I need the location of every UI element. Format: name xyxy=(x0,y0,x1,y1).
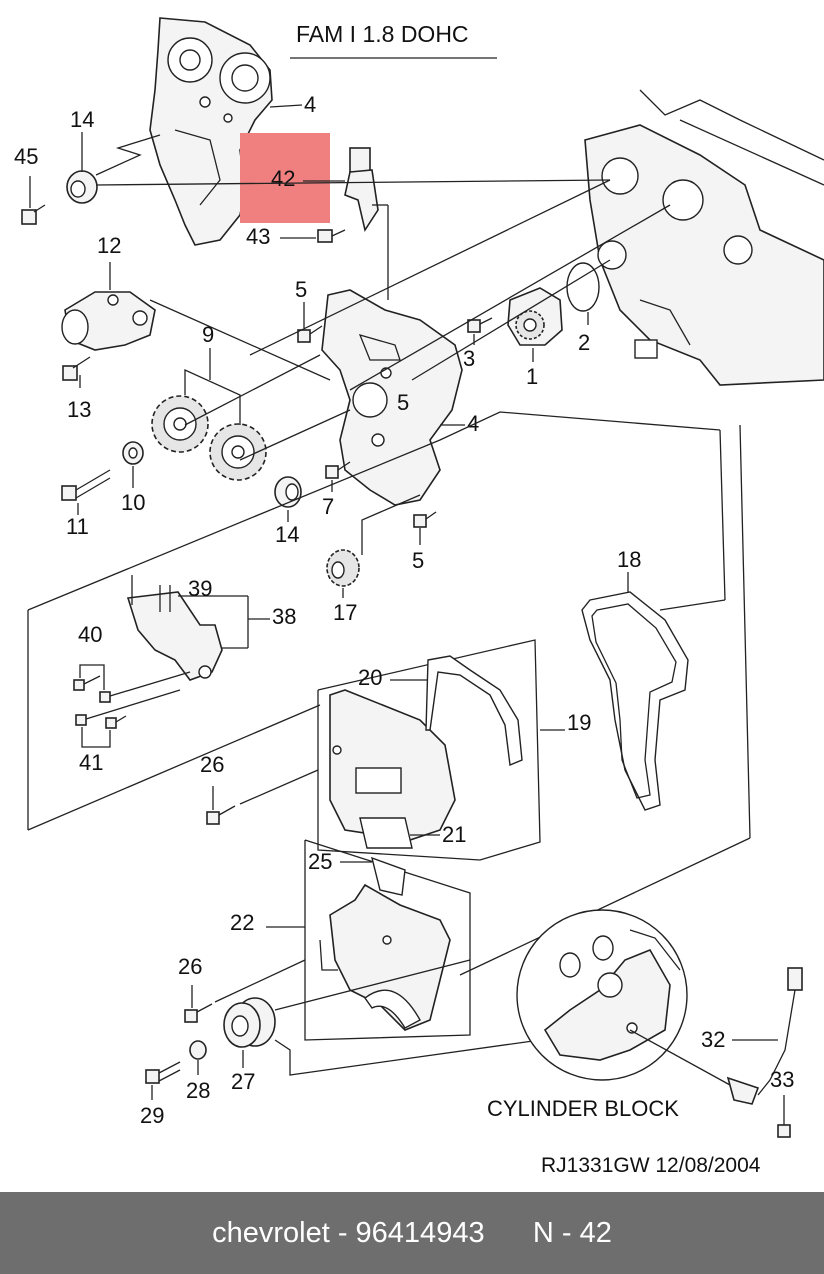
water-pump-1 xyxy=(507,287,563,346)
exploded-parts-diagram: FAM I 1.8 DOHC 4 42 43 14 45 xyxy=(14,17,824,1177)
o-ring-2 xyxy=(566,262,600,312)
callout-10: 10 xyxy=(121,490,145,515)
timing-belt-18 xyxy=(581,591,689,811)
seal-20 xyxy=(425,655,523,767)
callout-32: 32 xyxy=(701,1027,725,1052)
bolt-13 xyxy=(62,356,91,381)
diagram-title: FAM I 1.8 DOHC xyxy=(296,21,469,47)
callout-20: 20 xyxy=(358,665,382,690)
bolt-3 xyxy=(467,317,493,333)
bolt-11 xyxy=(61,469,111,501)
idler-pulley-14 xyxy=(66,170,98,204)
timing-cover-lower xyxy=(329,883,451,1031)
bolts-40 xyxy=(73,671,191,703)
callout-11: 11 xyxy=(66,514,89,539)
callout-45: 45 xyxy=(14,144,38,169)
drawing-reference: RJ1331GW 12/08/2004 xyxy=(541,1154,761,1177)
callout-3: 3 xyxy=(463,346,475,371)
footer-part-number: 96414943 xyxy=(355,1216,485,1249)
footer-brand: chevrolet xyxy=(212,1216,330,1249)
seal-21 xyxy=(359,817,413,849)
callout-12: 12 xyxy=(97,233,121,258)
callout-5-inner: 5 xyxy=(397,390,409,415)
highlight-box xyxy=(240,133,330,223)
callout-14-lower: 14 xyxy=(275,522,299,547)
front-housing xyxy=(321,289,463,506)
callout-4-lower: 4 xyxy=(467,411,479,436)
callout-22: 22 xyxy=(230,910,254,935)
callout-17: 17 xyxy=(333,600,357,625)
footer-position: N - 42 xyxy=(532,1216,612,1249)
callout-29: 29 xyxy=(140,1103,164,1128)
callout-42-highlighted: 42 xyxy=(271,166,295,191)
bolt-5-lower xyxy=(413,511,437,528)
callout-39: 39 xyxy=(188,576,212,601)
callout-9: 9 xyxy=(202,322,214,347)
footer-dash: - xyxy=(337,1216,348,1249)
callout-4-top: 4 xyxy=(304,92,316,117)
washer-10 xyxy=(122,441,144,465)
seal-25 xyxy=(371,856,406,896)
bolt-33 xyxy=(777,1095,791,1138)
callout-26-lower: 26 xyxy=(178,954,202,979)
callout-40: 40 xyxy=(78,622,102,647)
bolt-5-upper xyxy=(297,325,323,343)
washer-28 xyxy=(189,1040,207,1060)
camshaft-gear-right xyxy=(209,423,267,481)
crankshaft-sensor-32 xyxy=(726,967,803,1105)
callout-5-lower: 5 xyxy=(412,548,424,573)
bolt-43 xyxy=(317,229,346,243)
tensioner-12 xyxy=(61,291,156,351)
callout-13: 13 xyxy=(67,397,91,422)
crankshaft-sprocket-17 xyxy=(326,549,360,587)
cylinder-head xyxy=(584,89,824,386)
bolt-26-lower xyxy=(184,1003,213,1023)
callout-43: 43 xyxy=(246,224,270,249)
engine-mount-bracket xyxy=(126,575,223,681)
footer-gap xyxy=(485,1217,533,1250)
callout-21: 21 xyxy=(442,822,466,847)
bolt-26-upper xyxy=(206,805,236,825)
timing-cover-upper xyxy=(329,689,456,841)
cylinder-block-caption: CYLINDER BLOCK xyxy=(487,1096,679,1121)
callout-2: 2 xyxy=(578,330,590,355)
callout-33: 33 xyxy=(770,1067,794,1092)
bolt-45 xyxy=(21,204,46,225)
cylinder-block-inset xyxy=(516,909,688,1081)
crankshaft-pulley-27 xyxy=(223,997,276,1048)
callout-1: 1 xyxy=(526,364,538,389)
camshaft-gear-left xyxy=(151,395,209,453)
footer-separator-2 xyxy=(347,1217,355,1250)
callout-26-upper: 26 xyxy=(200,752,224,777)
callout-25: 25 xyxy=(308,849,332,874)
callout-19: 19 xyxy=(567,710,591,735)
callout-5-upper: 5 xyxy=(295,277,307,302)
callout-28: 28 xyxy=(186,1078,210,1103)
callout-41: 41 xyxy=(79,750,103,775)
camshaft-sensor xyxy=(344,147,379,233)
callout-27: 27 xyxy=(231,1069,255,1094)
callout-7: 7 xyxy=(322,494,334,519)
callout-14-top: 14 xyxy=(70,107,94,132)
footer-separator xyxy=(330,1217,338,1250)
bolt-29 xyxy=(145,1061,181,1084)
bolt-7 xyxy=(325,461,351,479)
footer-bar: chevrolet - 96414943 N - 42 xyxy=(0,1192,824,1274)
bolts-41 xyxy=(75,689,181,729)
callout-38: 38 xyxy=(272,604,296,629)
callout-18: 18 xyxy=(617,547,641,572)
